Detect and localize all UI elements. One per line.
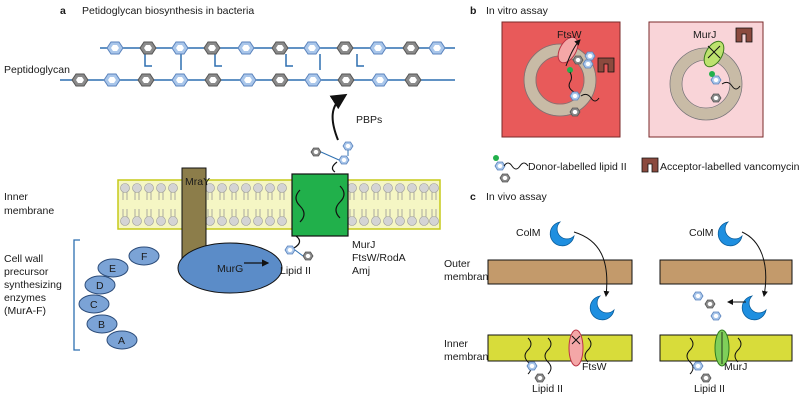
cleaved-products	[692, 291, 722, 321]
colm-left-periplasm-icon	[589, 295, 615, 321]
inner-membrane-left	[487, 334, 633, 362]
enzyme-c-label: C	[90, 299, 98, 311]
outer-membrane-line1: Outer	[444, 258, 471, 270]
colm-right-periplasm-icon	[741, 295, 767, 321]
lipid-ii-right-label: Lipid II	[694, 383, 725, 395]
legend-acceptor-vancomycin: Acceptor-labelled vancomycin	[660, 161, 800, 173]
outer-membrane-line2: membrane	[444, 271, 494, 283]
peptidoglycan-label: Peptidoglycan	[4, 64, 70, 76]
cell-wall-brace	[73, 239, 80, 351]
lipid-ii-left-label: Lipid II	[532, 383, 563, 395]
ftsw-flip-arrow	[565, 39, 581, 67]
lipid-ii-label: Lipid II	[280, 265, 311, 277]
acceptor-legend-icon	[641, 157, 659, 173]
mray-protein	[181, 167, 207, 259]
outer-membrane-right	[659, 259, 793, 285]
legend-donor-lipid-ii: Donor-labelled lipid II	[528, 161, 627, 173]
panel-c-title: In vivo assay	[486, 191, 547, 203]
enzyme-e-label: E	[109, 263, 116, 275]
ftsw-protein-invivo	[568, 329, 584, 367]
cell-wall-line3: synthesizing	[4, 279, 62, 291]
murj-label-invivo: MurJ	[724, 361, 747, 373]
enzyme-a-label: A	[118, 335, 125, 347]
panel-a-letter: a	[60, 5, 66, 17]
enzyme-b-label: B	[98, 319, 105, 331]
enzyme-d-label: D	[96, 280, 104, 292]
colm-left-top-icon	[549, 221, 575, 247]
lipid-ii-invitro-ftsw	[567, 51, 600, 117]
mray-label: MraY	[185, 176, 210, 188]
colm-left-arrow	[573, 231, 610, 297]
flippase-label-amj: Amj	[352, 265, 370, 277]
murj-protein-invitro	[703, 40, 725, 68]
inner-membrane-bilayer	[117, 179, 441, 230]
panel-c-letter: c	[470, 191, 476, 203]
lipid-ii-invivo-right	[686, 337, 742, 383]
ftsw-label-invivo: FtsW	[582, 361, 607, 373]
inner-membrane-line1: Inner	[4, 191, 28, 203]
colm-right-label: ColM	[689, 227, 714, 239]
inner-membrane-c-line1: Inner	[444, 338, 468, 350]
murj-label-invitro: MurJ	[693, 29, 716, 41]
colm-left-label: ColM	[516, 227, 541, 239]
acceptor-vancomycin-invitro	[597, 57, 615, 73]
peptidoglycan-strands	[60, 41, 455, 87]
ftsw-protein-invitro	[557, 36, 579, 64]
murj-protein-invivo	[714, 329, 730, 367]
lipid-ii-invivo-left	[524, 337, 592, 383]
enzyme-f-label: F	[141, 251, 147, 263]
lipid-ii-bottom	[284, 235, 314, 261]
acceptor-vancomycin-murj	[735, 27, 753, 43]
cell-wall-line4: enzymes	[4, 292, 46, 304]
outer-membrane-left	[487, 259, 633, 285]
colm-right-top-icon	[717, 221, 743, 247]
cell-wall-line5: (MurA-F)	[4, 305, 46, 317]
mur-enzyme-chain	[78, 246, 160, 350]
donor-lipid-legend-icon	[493, 155, 529, 183]
inner-membrane-line2: membrane	[4, 205, 54, 217]
cell-wall-line2: precursor	[4, 266, 49, 278]
flippase-label-ftsw-roda: FtsW/RodA	[352, 252, 406, 264]
murg-label: MurG	[217, 263, 243, 275]
murg-protein	[177, 242, 283, 294]
flippase-label-murj: MurJ	[352, 239, 375, 251]
panel-a-title: Petidoglycan biosynthesis in bacteria	[82, 5, 254, 17]
pbps-arrow	[329, 93, 348, 141]
lipid-ii-invitro-murj	[709, 71, 741, 103]
inner-membrane-c-line2: membrane	[444, 351, 494, 363]
colm-right-arrow	[741, 231, 768, 297]
panel-b-title: In vitro assay	[486, 5, 549, 17]
panel-b-letter: b	[470, 5, 476, 17]
flippase-protein	[291, 173, 349, 237]
ftsw-label-invitro: FtsW	[557, 29, 582, 41]
invitro-ftsw-box	[501, 21, 621, 138]
pbps-label: PBPs	[356, 114, 382, 126]
cell-wall-line1: Cell wall	[4, 253, 43, 265]
lipid-ii-top	[310, 141, 354, 173]
